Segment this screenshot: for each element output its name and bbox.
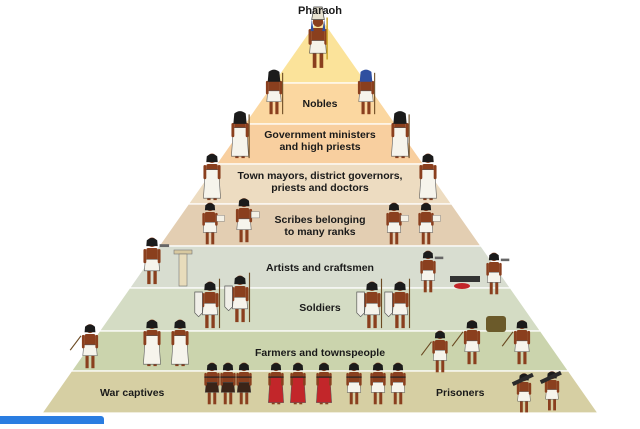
official-figure [203,153,221,201]
official-figure [419,153,437,201]
soldier-figure [194,278,221,329]
scroll-indicator [0,416,104,424]
farmer-figure [451,320,481,365]
farmer-figure [501,320,531,365]
craft-table [178,253,188,287]
captive-figure [370,362,386,405]
tier-label-artists: Artists and craftsmen [266,262,374,274]
prisoner-figure [511,372,534,413]
craft-tool [454,283,470,289]
captive-figure [390,362,406,405]
tier-label-soldiers: Soldiers [299,302,341,314]
tiers-layer [40,14,600,414]
captive-figure [268,362,284,405]
captive-figure [204,362,220,405]
craft-table [173,249,193,255]
scribe-figure [386,202,409,245]
craftsman-figure [420,250,444,293]
craftsman-figure [143,237,170,285]
captive-figure [236,362,252,405]
minister-figure [391,111,410,159]
noble-figure [265,69,284,115]
prisoners-label: Prisoners [436,387,485,399]
scribe-figure [418,202,441,245]
soldier-figure [356,278,383,329]
captive-figure [290,362,306,405]
pharaoh-label: Pharaoh [297,5,342,17]
craft-tool [450,276,480,282]
tier-label-mayors: Town mayors, district governors, priests… [237,170,403,194]
scribe-figure [202,202,225,245]
tier-label-ministers: Government ministers and high priests [264,129,376,153]
farmer-figure [420,330,448,373]
captive-figure [220,362,236,405]
farmer-figure [143,319,161,367]
scribe-figure [235,198,260,243]
grain-basket [486,316,506,332]
minister-figure [231,111,250,159]
figures-layer [69,6,562,413]
craftsman-figure [486,252,510,295]
soldier-figure [384,278,411,329]
pharaoh-figure [308,6,328,68]
captive-figure [346,362,362,405]
war-captives-label: War captives [100,387,165,399]
tier-label-nobles: Nobles [302,98,338,110]
captive-figure [316,362,332,405]
tier-label-farmers: Farmers and townspeople [254,347,386,359]
prisoner-figure [539,370,562,411]
farmer-figure [69,324,99,369]
tier-label-scribes: Scribes belonging to many ranks [274,214,366,238]
soldier-figure [224,272,251,323]
noble-figure [357,69,376,115]
farmer-figure [171,319,189,367]
